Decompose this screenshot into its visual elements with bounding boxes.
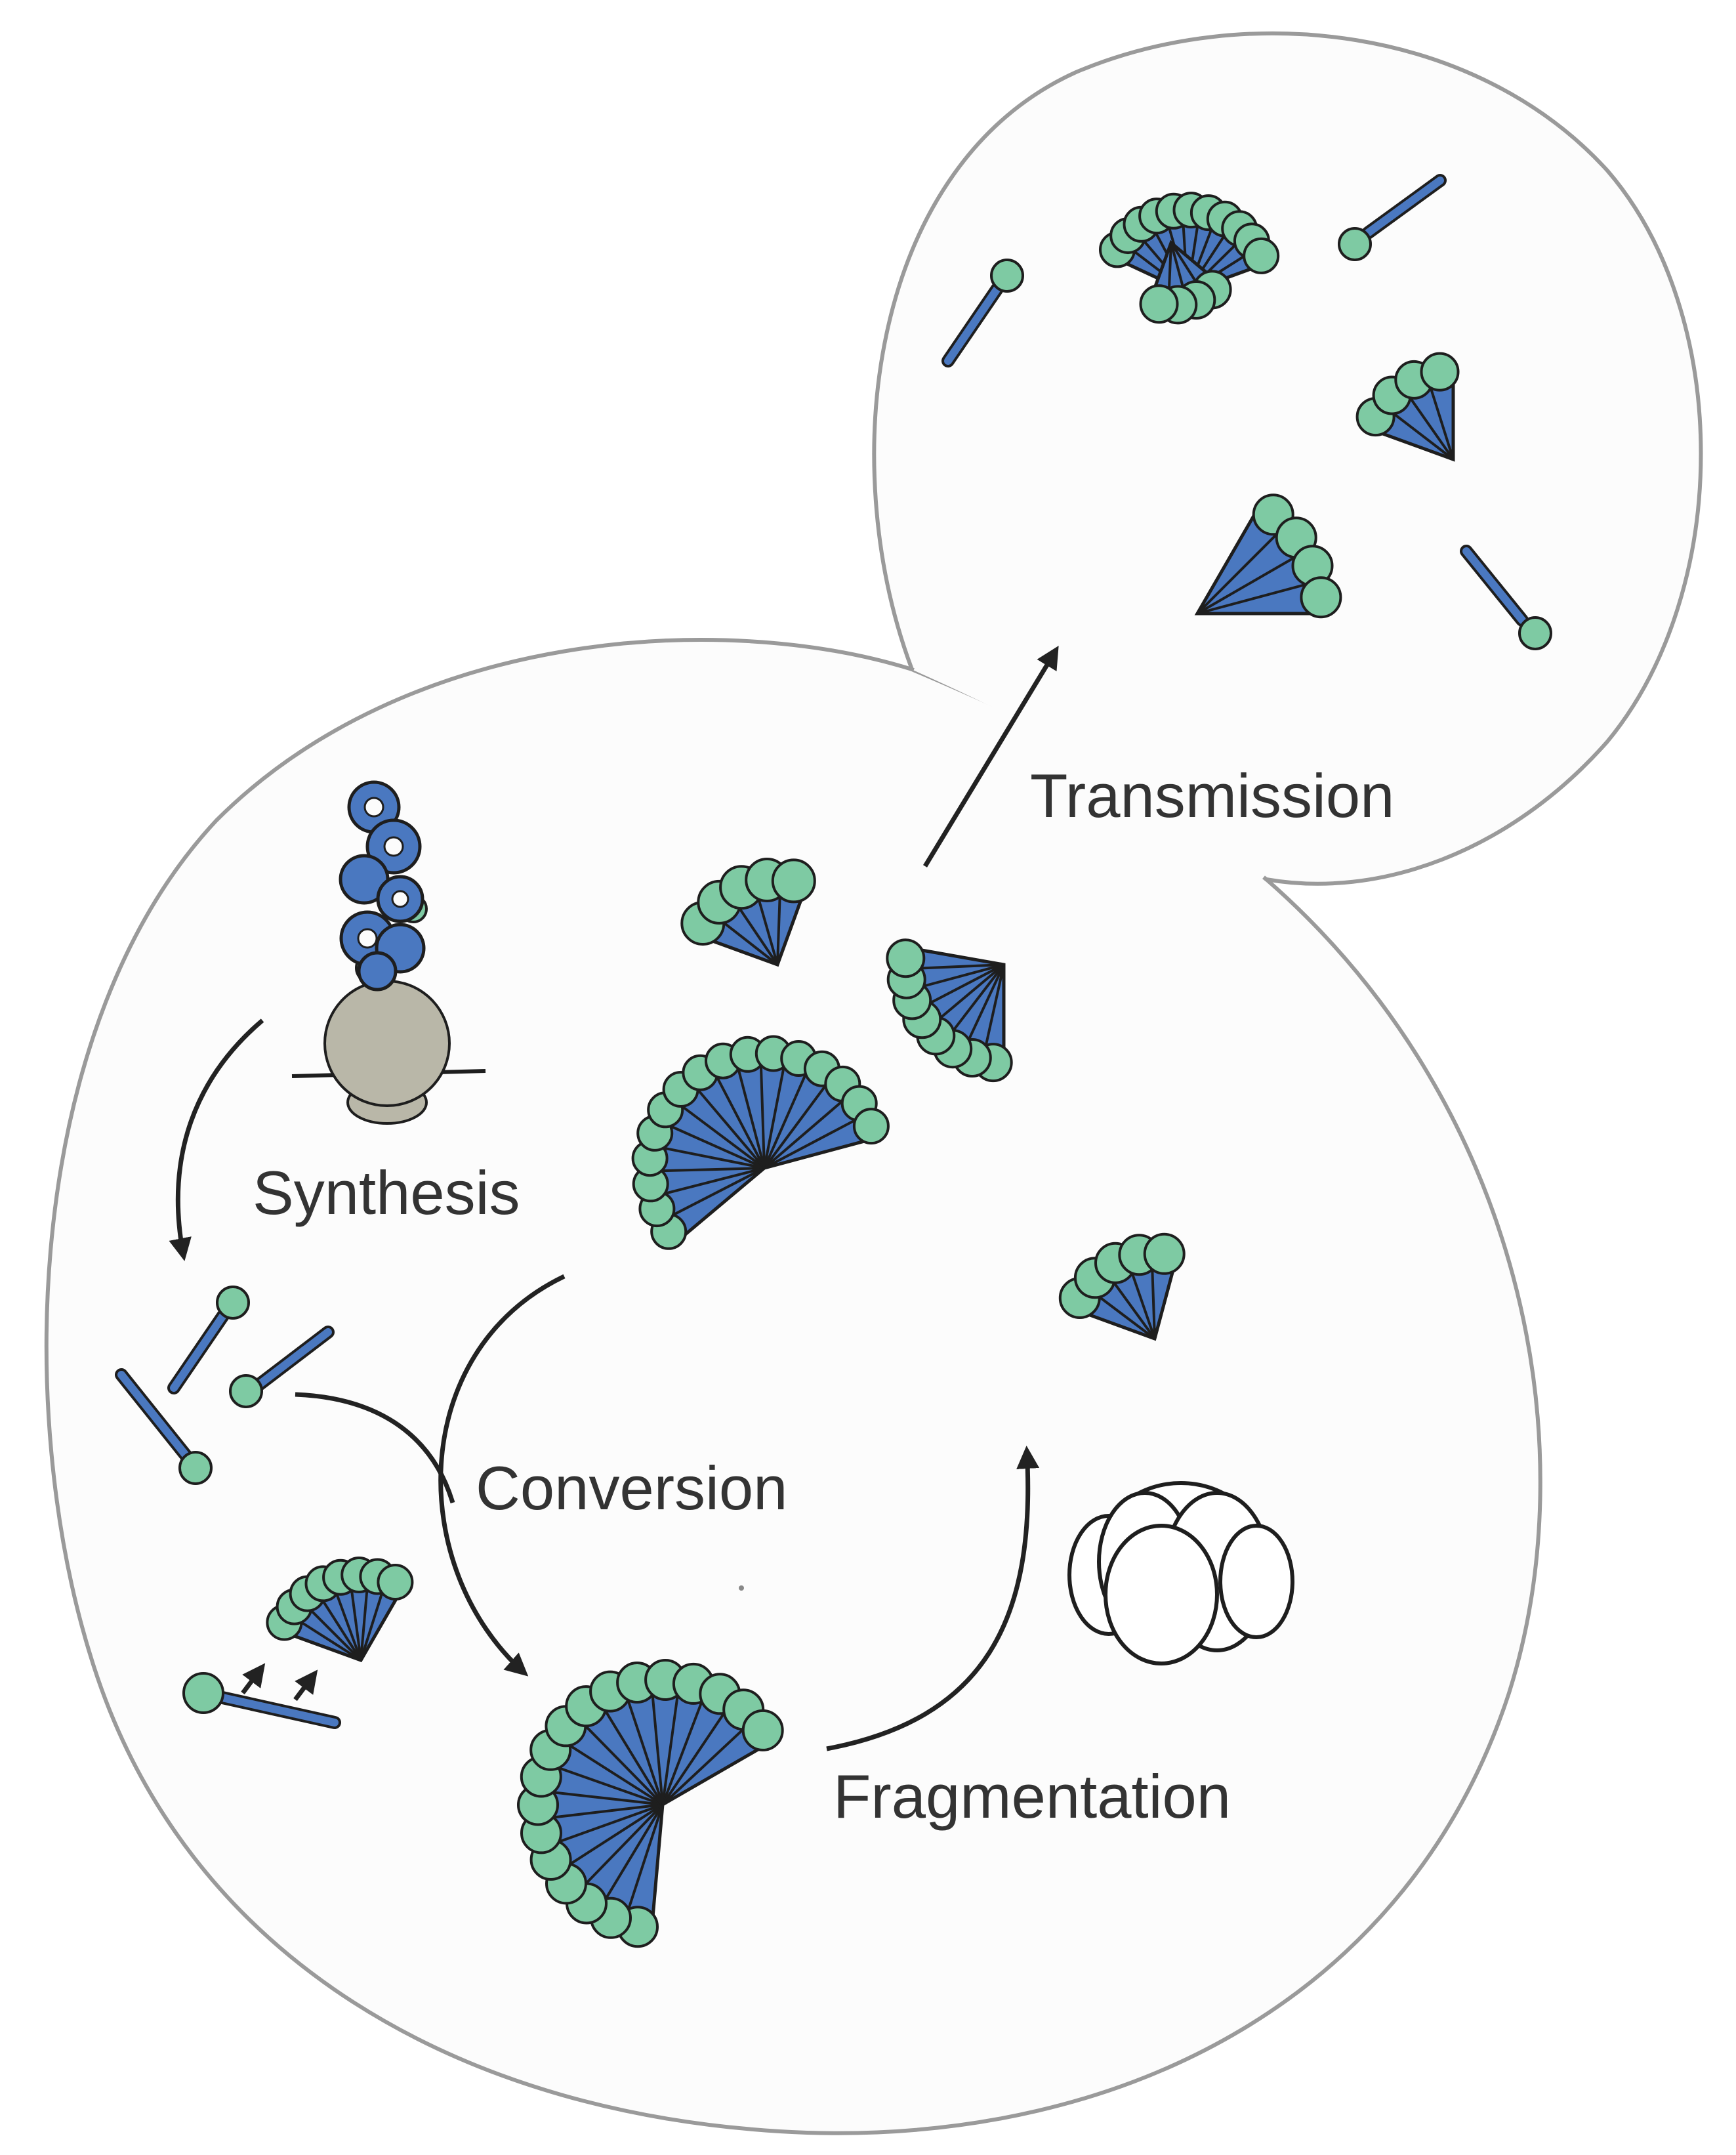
daughter-fibril-bottom: [1194, 493, 1342, 619]
fragmentation-label: Fragmentation: [833, 1762, 1231, 1831]
daughter-monomers: [941, 174, 1552, 650]
large-fibril-center: [631, 1035, 890, 1250]
conversion-arrow-monomer: [295, 1392, 455, 1504]
fibril-right: [1058, 1232, 1186, 1341]
daughter-fibril-top: [1139, 240, 1232, 325]
synthesis-arrow: [169, 1018, 264, 1261]
nascent-polypeptide: [339, 780, 428, 992]
synthesis-label: Synthesis: [253, 1158, 520, 1227]
monomer-rod-icon: [115, 1286, 341, 1729]
ribosome-icon: [291, 980, 486, 1125]
speck: [739, 1585, 744, 1591]
fibril-upper-left: [680, 858, 816, 967]
recruitment-arrows: [241, 1663, 318, 1702]
fibril-seed: [266, 1557, 414, 1663]
chaperone-hexamer-icon: [1067, 1481, 1294, 1665]
fragmentation-arrow: [826, 1446, 1040, 1751]
conversion-arrow-main: [438, 1274, 566, 1677]
conversion-label: Conversion: [476, 1454, 787, 1522]
transmission-arrow: [923, 646, 1059, 868]
large-fibril-bottom: [517, 1659, 784, 1948]
amyloid-fibril-icon: [266, 192, 1460, 1948]
daughter-fibril-right: [1355, 352, 1460, 462]
transmission-label: Transmission: [1030, 761, 1394, 830]
fibril-upper-right: [886, 938, 1013, 1083]
